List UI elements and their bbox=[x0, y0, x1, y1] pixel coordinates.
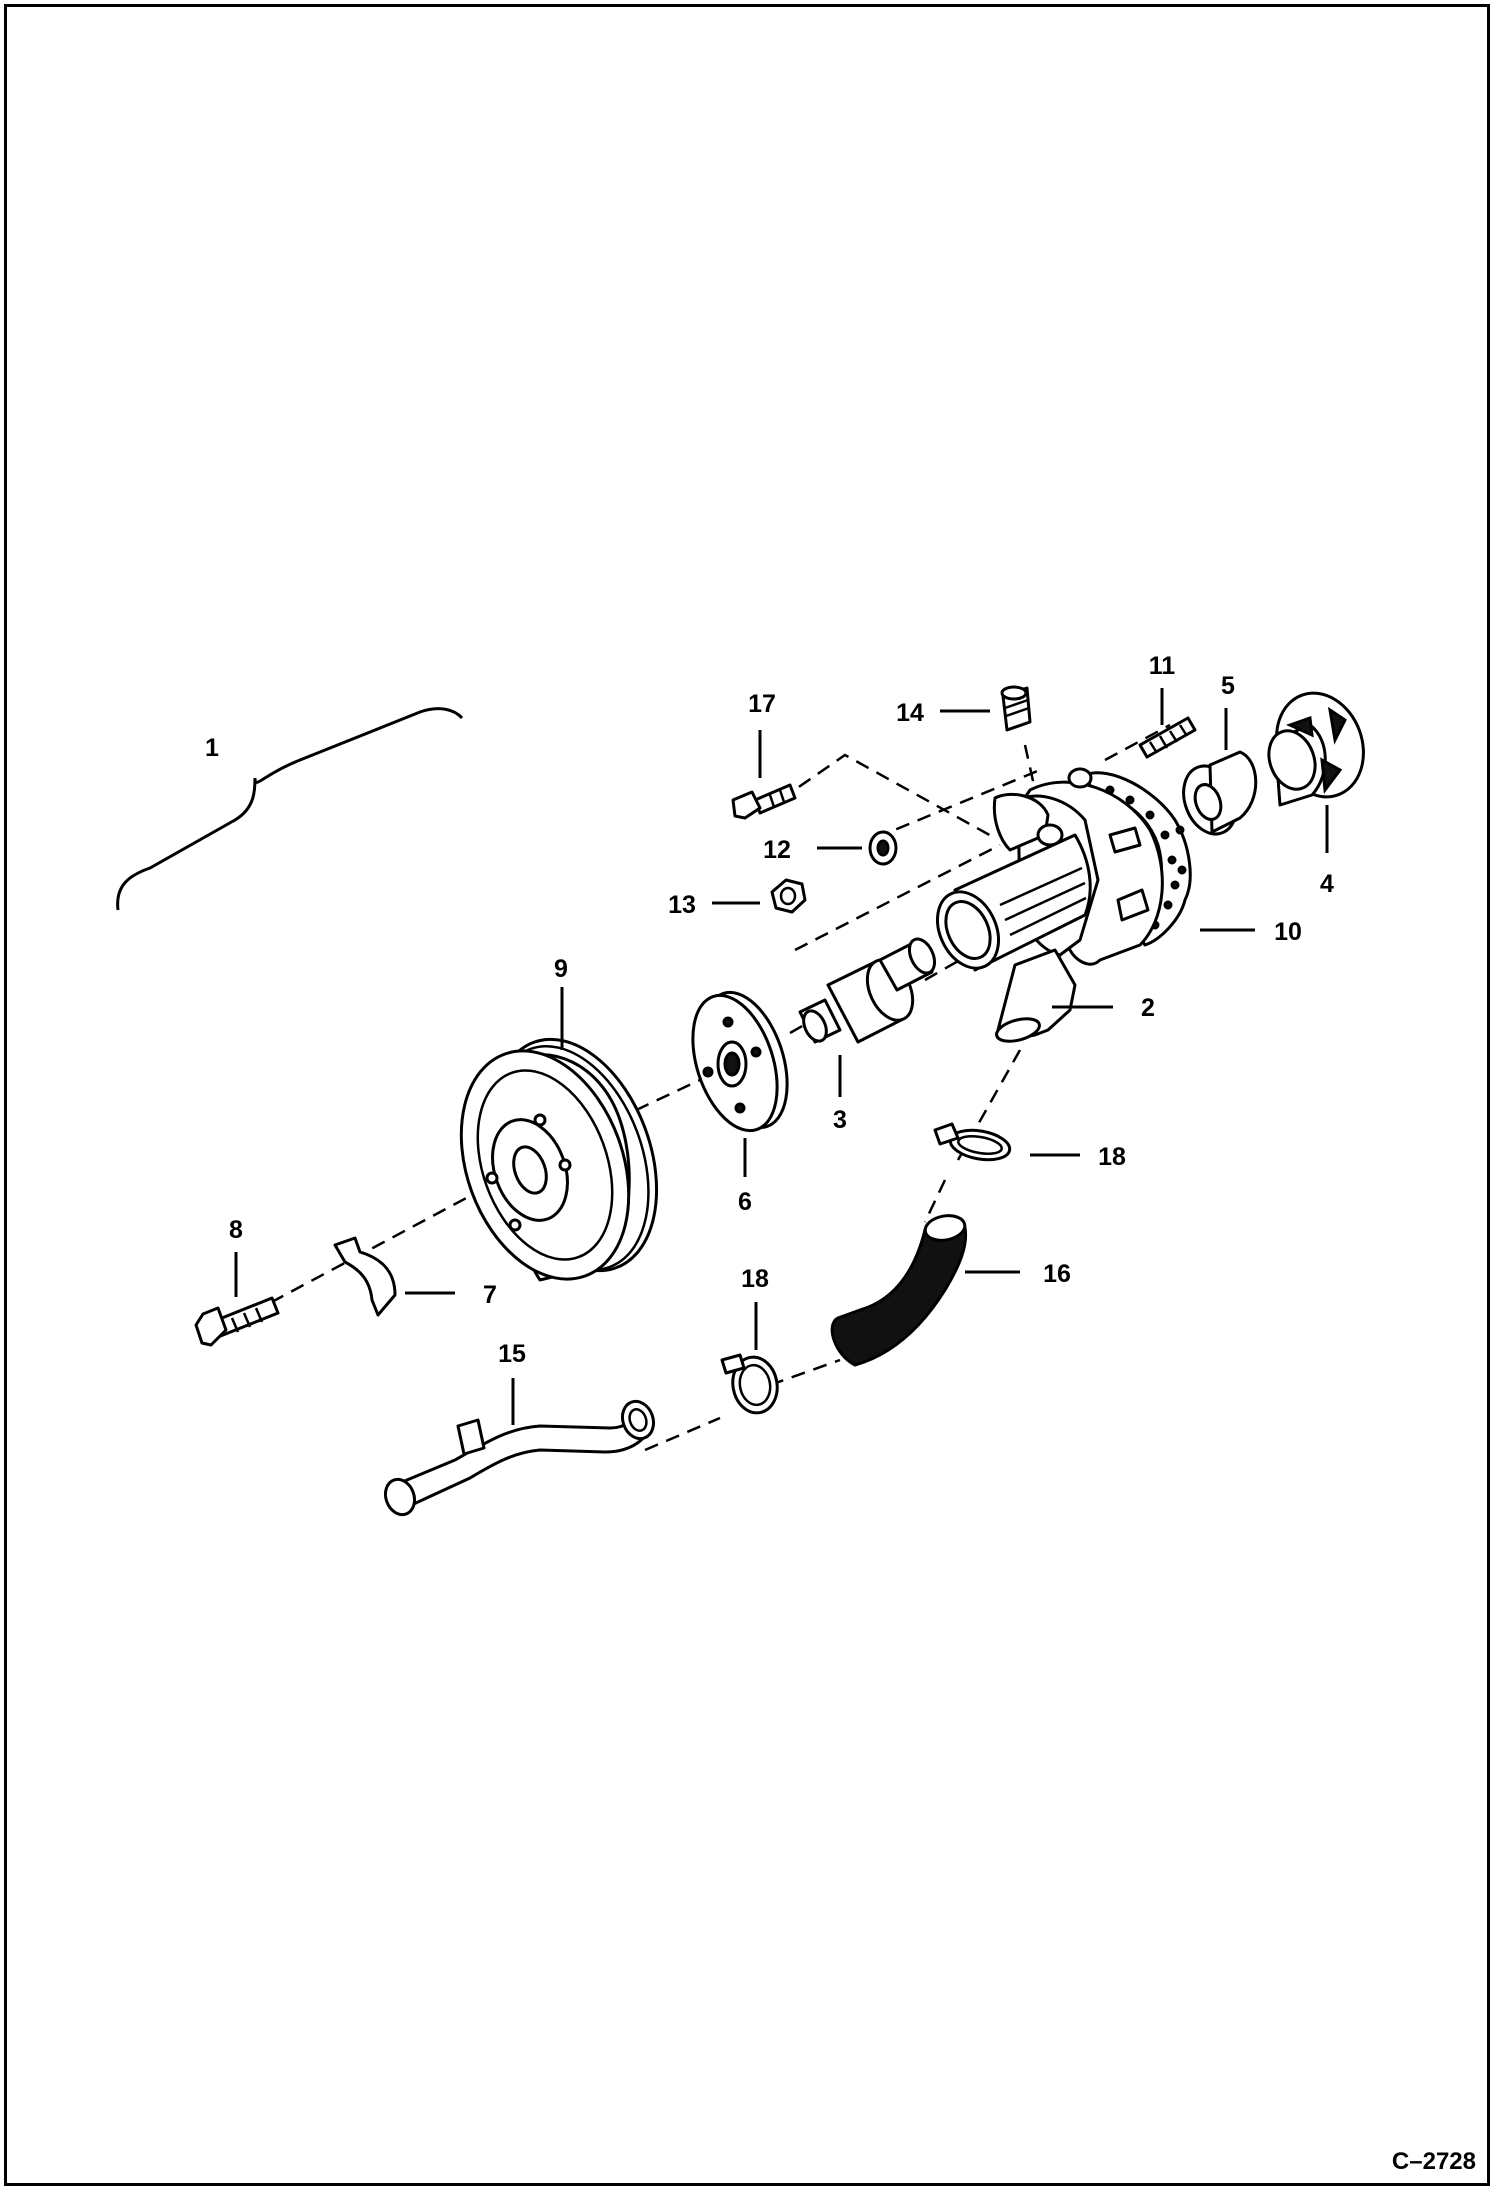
bolt-17-icon bbox=[731, 783, 797, 820]
callout-7: 7 bbox=[483, 1281, 497, 1309]
nut-13-icon bbox=[770, 878, 807, 914]
callout-6: 6 bbox=[738, 1188, 752, 1216]
callout-14: 14 bbox=[896, 699, 924, 727]
washer-12-icon bbox=[868, 830, 898, 866]
hose-clamp-18-lower-icon bbox=[720, 1353, 779, 1415]
callout-10: 10 bbox=[1274, 918, 1302, 946]
bolt-8-icon bbox=[194, 1296, 280, 1347]
callout-1: 1 bbox=[205, 734, 219, 762]
pipe-15-icon bbox=[383, 1399, 656, 1517]
impeller-4-icon bbox=[1267, 691, 1365, 807]
plug-14-icon bbox=[1000, 685, 1032, 732]
callout-18-upper: 18 bbox=[1098, 1143, 1126, 1171]
pump-housing-2-icon bbox=[936, 767, 1164, 1043]
callout-13: 13 bbox=[668, 891, 696, 919]
leader-lines bbox=[234, 688, 1329, 1425]
callout-5: 5 bbox=[1221, 672, 1235, 700]
hose-16-icon bbox=[830, 1214, 968, 1367]
bracket-7-icon bbox=[333, 1236, 397, 1317]
callout-18-lower: 18 bbox=[741, 1265, 769, 1293]
seal-5-icon bbox=[1182, 750, 1258, 836]
callout-4: 4 bbox=[1320, 870, 1334, 898]
callout-15: 15 bbox=[498, 1340, 526, 1368]
shaft-bearing-3-icon bbox=[798, 937, 937, 1044]
callout-9: 9 bbox=[554, 955, 568, 983]
figure-reference: C–2728 bbox=[1391, 2148, 1476, 2175]
callout-17: 17 bbox=[748, 690, 776, 718]
callout-2: 2 bbox=[1141, 994, 1155, 1022]
callout-11: 11 bbox=[1149, 652, 1176, 680]
flange-hub-6-icon bbox=[691, 990, 789, 1133]
callout-12: 12 bbox=[763, 836, 791, 864]
hose-clamp-18-upper-icon bbox=[933, 1122, 1012, 1162]
assembly-brace bbox=[116, 707, 464, 911]
pulley-9-icon bbox=[459, 1037, 659, 1282]
callout-16: 16 bbox=[1043, 1260, 1071, 1288]
callout-8: 8 bbox=[229, 1216, 243, 1244]
callout-3: 3 bbox=[833, 1106, 847, 1134]
stud-11-icon bbox=[1138, 716, 1197, 759]
